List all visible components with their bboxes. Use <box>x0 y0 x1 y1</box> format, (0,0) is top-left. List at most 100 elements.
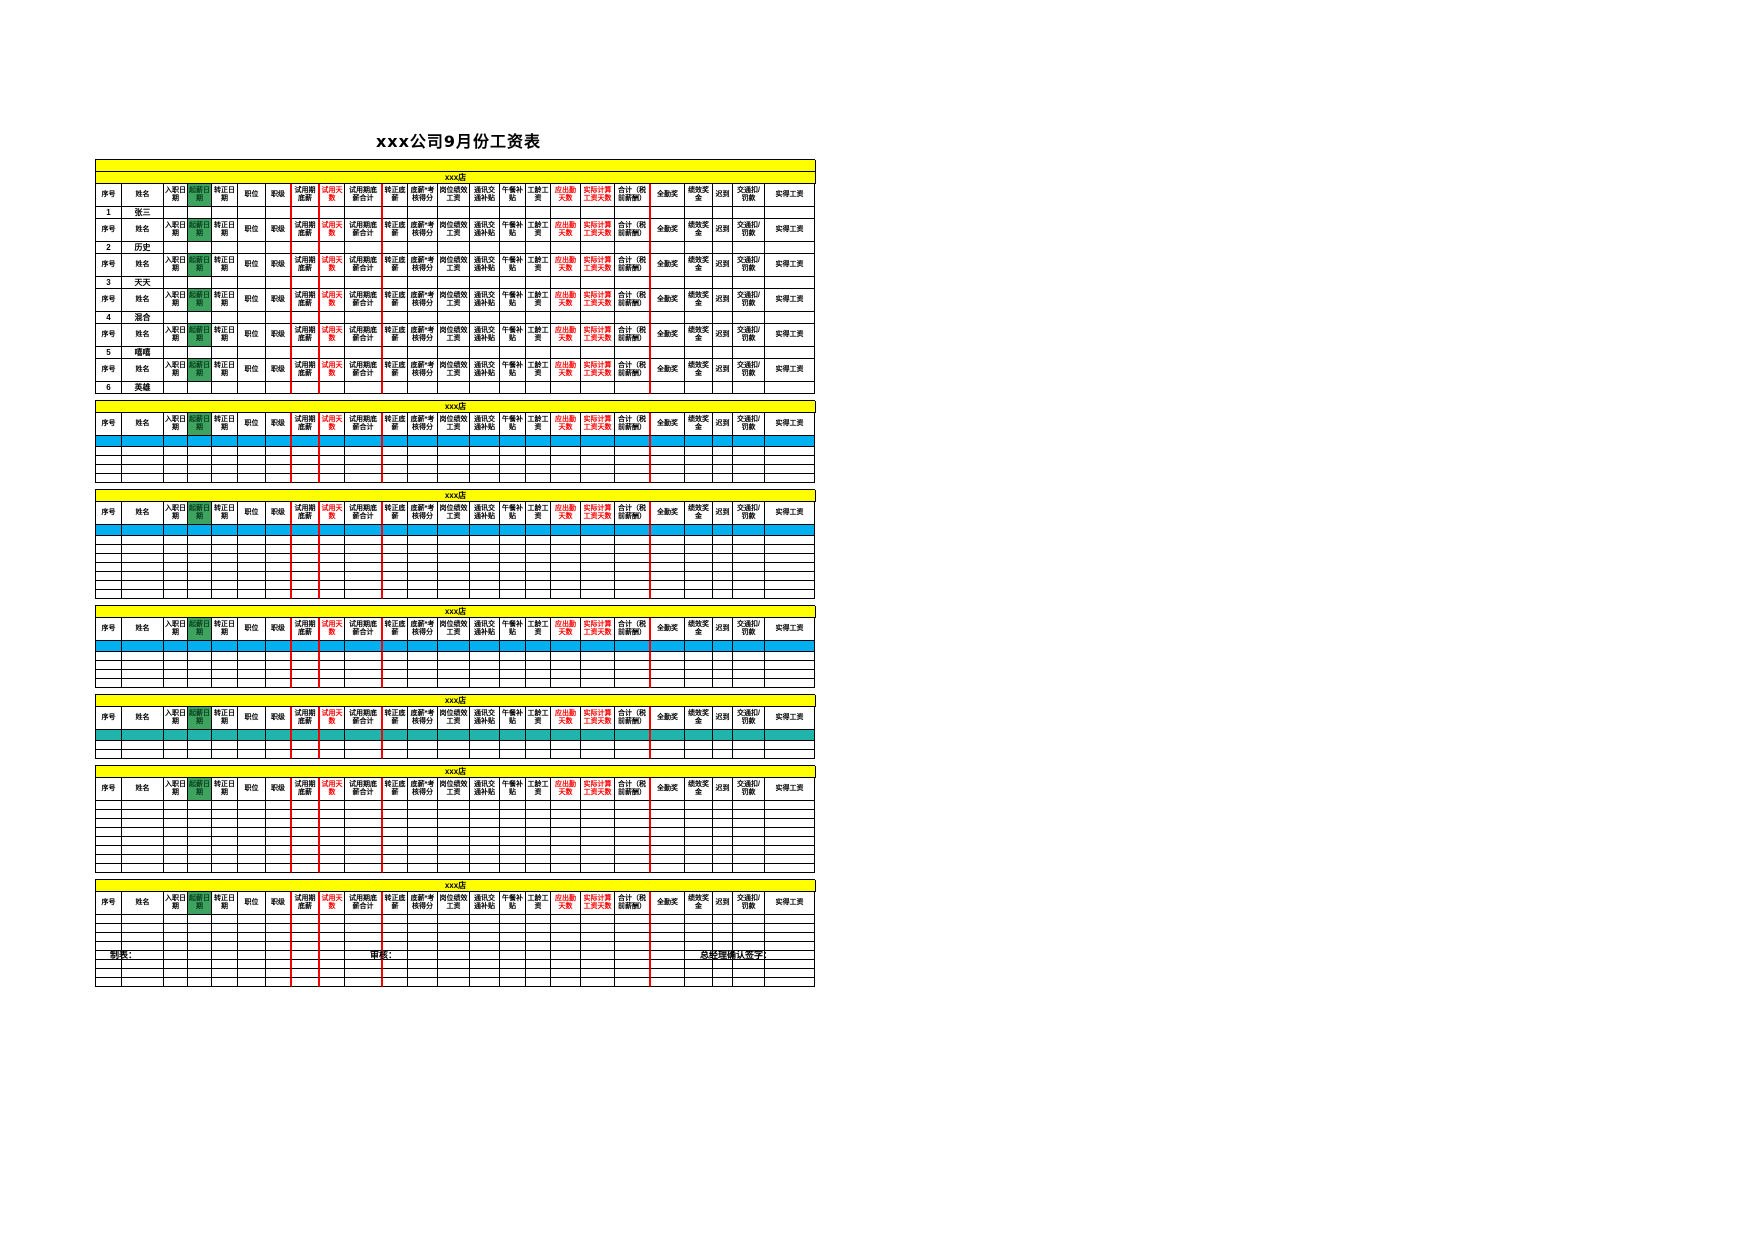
empty-cell[interactable] <box>383 741 408 750</box>
column-header-cell[interactable]: 底薪*考核得分 <box>408 219 438 242</box>
store-band[interactable]: xxx店 <box>96 490 816 502</box>
empty-cell[interactable] <box>292 207 320 219</box>
empty-cell[interactable] <box>188 960 212 969</box>
empty-cell[interactable] <box>292 554 320 563</box>
column-header-cell[interactable]: 入职日期 <box>164 413 188 436</box>
empty-cell[interactable] <box>615 465 651 474</box>
empty-cell[interactable] <box>615 242 651 254</box>
column-header-cell[interactable]: 序号 <box>96 184 122 207</box>
empty-cell[interactable] <box>733 242 765 254</box>
empty-cell[interactable] <box>164 855 188 864</box>
column-header-cell[interactable]: 绩效奖金 <box>685 502 713 525</box>
empty-cell[interactable] <box>470 846 500 855</box>
empty-cell[interactable] <box>122 581 164 590</box>
empty-cell[interactable] <box>320 590 345 599</box>
empty-cell[interactable] <box>438 661 470 670</box>
empty-cell[interactable] <box>345 933 383 942</box>
empty-cell[interactable] <box>685 679 713 688</box>
empty-cell[interactable] <box>438 855 470 864</box>
empty-cell[interactable] <box>438 679 470 688</box>
empty-cell[interactable] <box>651 581 685 590</box>
empty-cell[interactable] <box>500 741 526 750</box>
column-header-cell[interactable]: 实得工资 <box>765 778 815 801</box>
column-header-cell[interactable]: 试用期底薪合计 <box>345 359 383 382</box>
empty-cell[interactable] <box>212 436 238 447</box>
empty-cell[interactable] <box>438 969 470 978</box>
empty-cell[interactable] <box>470 554 500 563</box>
empty-cell[interactable] <box>212 277 238 289</box>
empty-cell[interactable] <box>212 525 238 536</box>
empty-cell[interactable] <box>500 864 526 873</box>
empty-cell[interactable] <box>164 978 188 987</box>
column-header-cell[interactable]: 转正底薪 <box>383 219 408 242</box>
column-header-cell[interactable]: 通讯交通补贴 <box>470 618 500 641</box>
empty-cell[interactable] <box>238 679 266 688</box>
empty-cell[interactable] <box>266 474 292 483</box>
empty-cell[interactable] <box>122 855 164 864</box>
empty-cell[interactable] <box>408 554 438 563</box>
empty-cell[interactable] <box>238 951 266 960</box>
column-header-cell[interactable]: 职位 <box>238 707 266 730</box>
empty-cell[interactable] <box>96 942 122 951</box>
empty-cell[interactable] <box>615 474 651 483</box>
column-header-cell[interactable]: 职位 <box>238 413 266 436</box>
empty-cell[interactable] <box>685 864 713 873</box>
column-header-cell[interactable]: 职位 <box>238 502 266 525</box>
empty-cell[interactable] <box>212 581 238 590</box>
empty-cell[interactable] <box>408 436 438 447</box>
column-header-cell[interactable]: 姓名 <box>122 289 164 312</box>
empty-cell[interactable] <box>96 801 122 810</box>
empty-cell[interactable] <box>551 207 581 219</box>
column-header-cell[interactable]: 入职日期 <box>164 184 188 207</box>
empty-cell[interactable] <box>733 810 765 819</box>
empty-cell[interactable] <box>320 670 345 679</box>
empty-cell[interactable] <box>345 855 383 864</box>
column-header-cell[interactable]: 起薪日期 <box>188 359 212 382</box>
empty-cell[interactable] <box>188 242 212 254</box>
empty-cell[interactable] <box>470 347 500 359</box>
empty-cell[interactable] <box>320 924 345 933</box>
empty-cell[interactable] <box>713 978 733 987</box>
empty-cell[interactable] <box>212 347 238 359</box>
empty-cell[interactable] <box>345 730 383 741</box>
empty-cell[interactable] <box>438 915 470 924</box>
empty-cell[interactable] <box>96 864 122 873</box>
empty-cell[interactable] <box>383 942 408 951</box>
empty-cell[interactable] <box>320 277 345 289</box>
empty-cell[interactable] <box>164 942 188 951</box>
empty-cell[interactable] <box>96 581 122 590</box>
empty-cell[interactable] <box>122 465 164 474</box>
column-header-cell[interactable]: 职级 <box>266 254 292 277</box>
empty-cell[interactable] <box>733 819 765 828</box>
empty-cell[interactable] <box>122 864 164 873</box>
empty-cell[interactable] <box>551 750 581 759</box>
column-header-cell[interactable]: 实际计算工资天数 <box>581 324 615 347</box>
column-header-cell[interactable]: 职级 <box>266 184 292 207</box>
empty-cell[interactable] <box>470 915 500 924</box>
column-header-cell[interactable]: 转正底薪 <box>383 618 408 641</box>
empty-cell[interactable] <box>122 670 164 679</box>
empty-cell[interactable] <box>345 277 383 289</box>
empty-cell[interactable] <box>713 474 733 483</box>
column-header-cell[interactable]: 应出勤天数 <box>551 219 581 242</box>
empty-cell[interactable] <box>164 960 188 969</box>
column-header-cell[interactable]: 入职日期 <box>164 324 188 347</box>
empty-cell[interactable] <box>320 436 345 447</box>
empty-cell[interactable] <box>212 819 238 828</box>
empty-cell[interactable] <box>266 750 292 759</box>
empty-cell[interactable] <box>345 846 383 855</box>
empty-cell[interactable] <box>581 436 615 447</box>
empty-cell[interactable] <box>266 447 292 456</box>
empty-cell[interactable] <box>615 590 651 599</box>
empty-cell[interactable] <box>238 960 266 969</box>
empty-cell[interactable] <box>188 382 212 394</box>
empty-cell[interactable] <box>581 819 615 828</box>
empty-cell[interactable] <box>733 312 765 324</box>
empty-cell[interactable] <box>651 436 685 447</box>
empty-cell[interactable] <box>581 554 615 563</box>
empty-cell[interactable] <box>500 207 526 219</box>
empty-cell[interactable] <box>551 978 581 987</box>
empty-cell[interactable] <box>713 242 733 254</box>
empty-cell[interactable] <box>651 545 685 554</box>
empty-cell[interactable] <box>188 915 212 924</box>
